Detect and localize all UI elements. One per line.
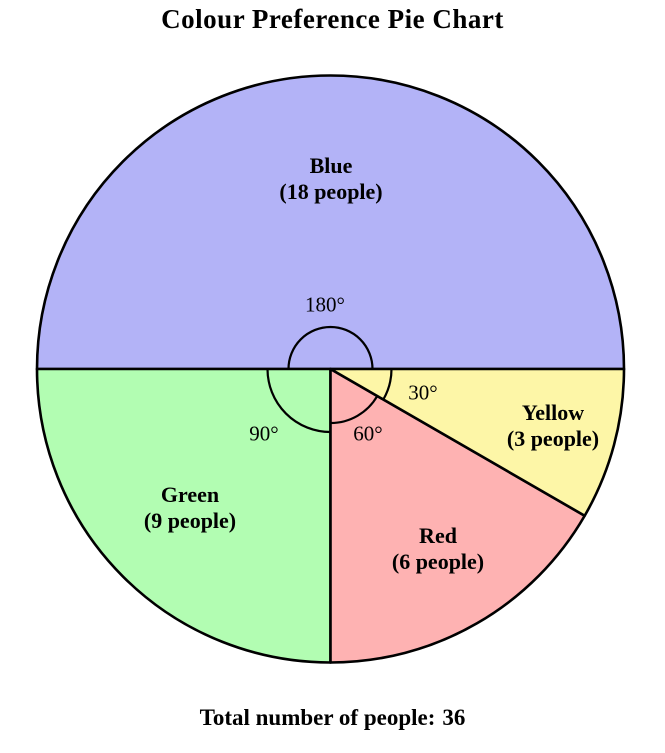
slice-label-red: Red (6 people) (392, 523, 484, 575)
chart-title: Colour Preference Pie Chart (161, 4, 504, 34)
angle-label-180: 180° (305, 292, 345, 317)
angle-arc-180 (287, 325, 374, 370)
total-value: 36 (442, 705, 466, 730)
pie-slice-yellow (329, 367, 626, 518)
angle-label-60: 60° (353, 421, 383, 446)
slice-label-yellow: Yellow (3 people) (507, 400, 599, 452)
angle-arc-30 (382, 368, 393, 401)
angle-label-30: 30° (408, 380, 438, 405)
angle-label-90: 90° (249, 421, 279, 446)
angle-arc-60 (330, 395, 379, 425)
slice-name: Red (419, 523, 457, 549)
pie-slice-green (35, 367, 332, 664)
slice-count: (3 people) (506, 426, 600, 451)
footer-total: Total number of people:36 (0, 705, 665, 731)
pie-slice-red (329, 367, 586, 664)
slice-name: Green (160, 482, 220, 508)
pie-slice-blue (35, 74, 626, 371)
slice-label-blue: Blue (18 people) (279, 153, 382, 205)
total-label: Total number of people: (199, 705, 436, 730)
slice-name: Yellow (521, 400, 585, 426)
slice-label-green: Green (9 people) (144, 482, 236, 534)
slice-name: Blue (309, 153, 353, 179)
slice-count: (9 people) (143, 508, 237, 533)
angle-arc-90 (266, 368, 331, 434)
slice-count: (6 people) (391, 549, 485, 574)
slice-count: (18 people) (279, 179, 383, 204)
